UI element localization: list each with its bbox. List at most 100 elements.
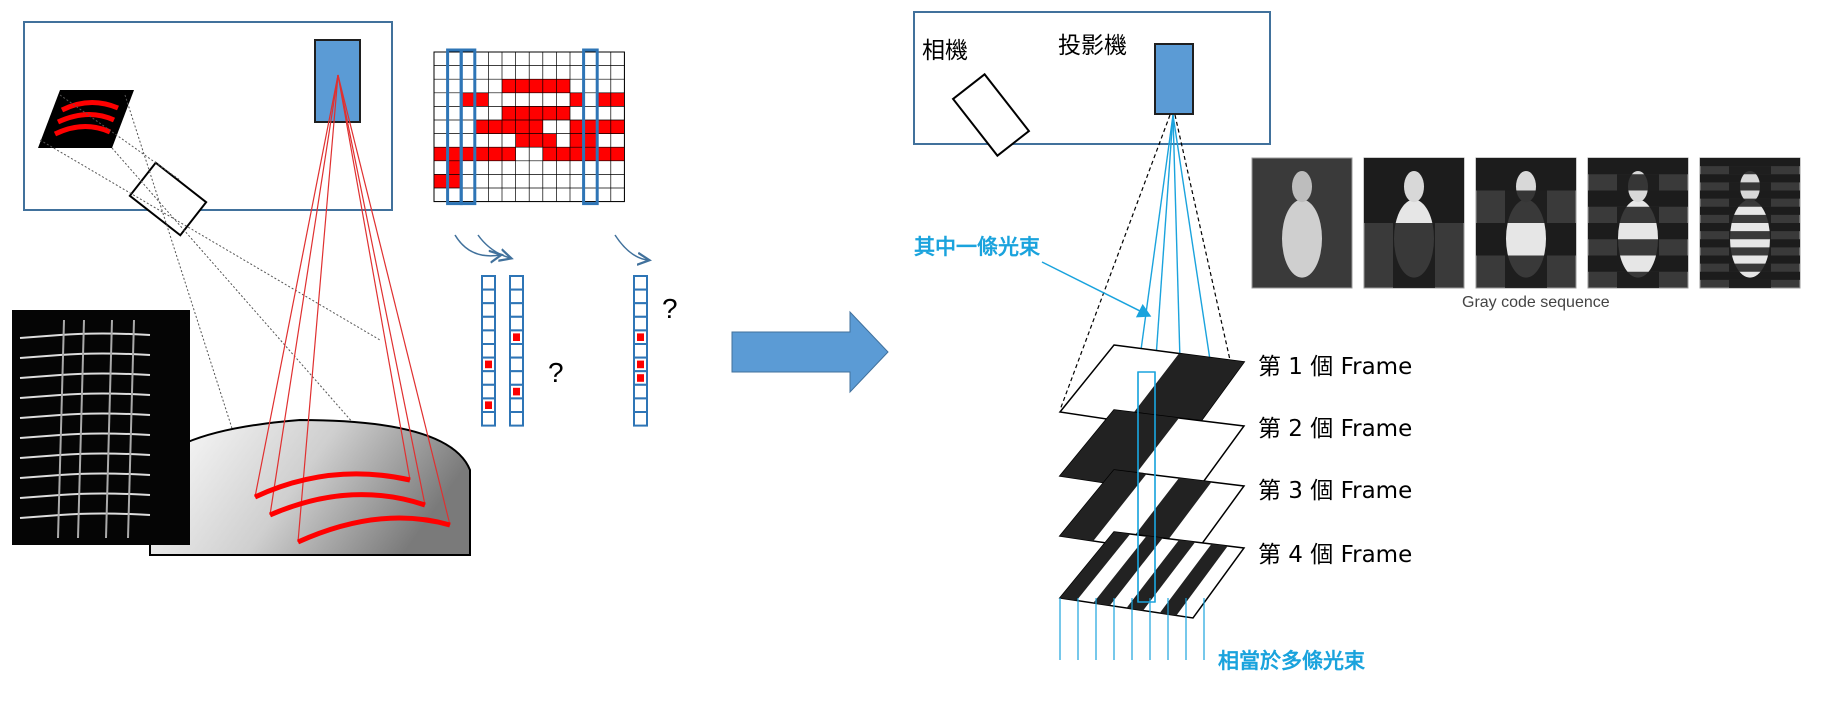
photo-bg-stripe <box>1700 158 1800 167</box>
question-mark-2: ? <box>662 293 678 324</box>
scan-stripe <box>19 372 151 379</box>
column-cell <box>481 411 496 427</box>
scan-stripe <box>19 472 151 479</box>
gray-code-frames <box>1058 344 1246 619</box>
photo-subject-stripe <box>1505 255 1547 288</box>
projection-rays <box>254 74 451 543</box>
scan-edge <box>57 319 65 539</box>
column-cell <box>509 397 524 413</box>
photo-subject-stripe <box>1729 279 1771 288</box>
column-cell <box>633 302 648 318</box>
photo-subject-stripe <box>1729 231 1771 240</box>
column-cell <box>509 356 524 373</box>
projection-cone-outline <box>1059 114 1231 411</box>
grid-column-arrows <box>454 234 648 260</box>
column-red-mark <box>637 360 644 369</box>
column-red-mark <box>513 333 520 341</box>
projector-label: 投影機 <box>1058 33 1127 59</box>
one-beam-pointer <box>1041 261 1152 318</box>
gray-code-photo-sequence <box>1251 157 1801 289</box>
column-cell <box>509 302 524 318</box>
many-beams-label: 相當於多條光束 <box>1218 649 1366 673</box>
photo-subject-stripe <box>1617 239 1659 256</box>
frame-4-stripe <box>1093 536 1163 606</box>
grid-red-cell <box>570 92 584 107</box>
column-cell <box>509 315 524 332</box>
right-projector-box <box>1154 43 1194 115</box>
laser-stripes-on-surface <box>253 471 451 545</box>
photo-subject-stripe <box>1729 214 1771 223</box>
scan-stripe <box>19 332 151 339</box>
scan-stripe <box>19 512 151 519</box>
column-cell <box>633 411 648 427</box>
frame-2-stripe <box>1060 410 1179 486</box>
right-structured-light-panel: 相機 投影機 其中一條光束 相當於多條光束 <box>913 11 1801 673</box>
camera-label: 相機 <box>922 38 968 64</box>
scan-stripe <box>19 352 151 359</box>
scan-stripe <box>19 492 151 499</box>
frame-label-2: 第 2 個 Frame <box>1258 416 1412 442</box>
column-cell <box>509 288 524 305</box>
cyan-beams <box>1137 114 1211 373</box>
photo-bg-stripe <box>1588 158 1688 175</box>
column-cell <box>481 315 496 332</box>
column-red-mark <box>485 401 492 409</box>
column-cell <box>481 370 496 386</box>
scan-stripe <box>19 452 151 459</box>
frame-label-3: 第 3 個 Frame <box>1258 478 1412 504</box>
column-cell <box>481 329 496 345</box>
column-cell <box>633 397 648 413</box>
projector-box <box>314 39 361 123</box>
grid-red-cell <box>502 106 570 120</box>
photo-subject-stripe <box>1617 271 1659 288</box>
left-laser-scanning-panel: ? ? <box>12 21 678 556</box>
column-cell <box>481 383 496 400</box>
column-red-mark <box>513 387 520 396</box>
photo-subject-stripe <box>1617 174 1659 191</box>
question-mark-1: ? <box>548 357 564 388</box>
column-cell <box>481 275 496 291</box>
frame-3-stripe <box>1060 470 1147 541</box>
photo-subject-stripe <box>1729 166 1771 175</box>
scan-edge <box>105 319 113 539</box>
multiple-beams <box>1059 598 1205 660</box>
scene-frame <box>23 21 393 211</box>
photo-subject-body <box>1282 199 1322 278</box>
beam-column <box>1137 372 1156 602</box>
transition-arrow <box>731 310 889 394</box>
camera-image-plane <box>38 90 134 148</box>
photo-subject-stripe <box>1617 206 1659 223</box>
code-grid <box>433 48 625 206</box>
extracted-columns <box>481 275 648 427</box>
photo-subject-head <box>1404 171 1424 203</box>
column-cell <box>481 288 496 305</box>
grid-highlight-column <box>582 48 599 206</box>
column-cell <box>509 411 524 427</box>
scan-edge <box>77 319 85 539</box>
column-cell <box>509 343 524 359</box>
frame-label-1: 第 1 個 Frame <box>1258 354 1412 380</box>
camera-lens-box <box>128 161 208 237</box>
photo-subject-stripe <box>1393 223 1435 288</box>
frame-1-stripe <box>1126 353 1244 432</box>
gray-code-caption: Gray code sequence <box>1462 294 1610 311</box>
frame-4-stripe <box>1126 540 1196 611</box>
frame-4-stripe <box>1060 532 1131 601</box>
scan-edge <box>127 319 135 539</box>
column-cell <box>509 275 524 291</box>
column-cell <box>633 343 648 359</box>
photo-subject-stripe <box>1729 198 1771 207</box>
column-cell <box>633 315 648 332</box>
column-red-mark <box>637 374 644 382</box>
grid-highlight-column <box>459 48 477 206</box>
frame-3-stripe <box>1126 478 1212 551</box>
column-cell <box>481 343 496 359</box>
column-cell <box>633 383 648 400</box>
photo-subject-stripe <box>1729 182 1771 191</box>
captured-scan-photo <box>12 310 190 545</box>
photo-subject-stripe <box>1505 190 1547 223</box>
column-red-mark <box>637 333 644 341</box>
grid-red-cell <box>474 120 543 134</box>
grid-red-cell <box>515 133 557 148</box>
